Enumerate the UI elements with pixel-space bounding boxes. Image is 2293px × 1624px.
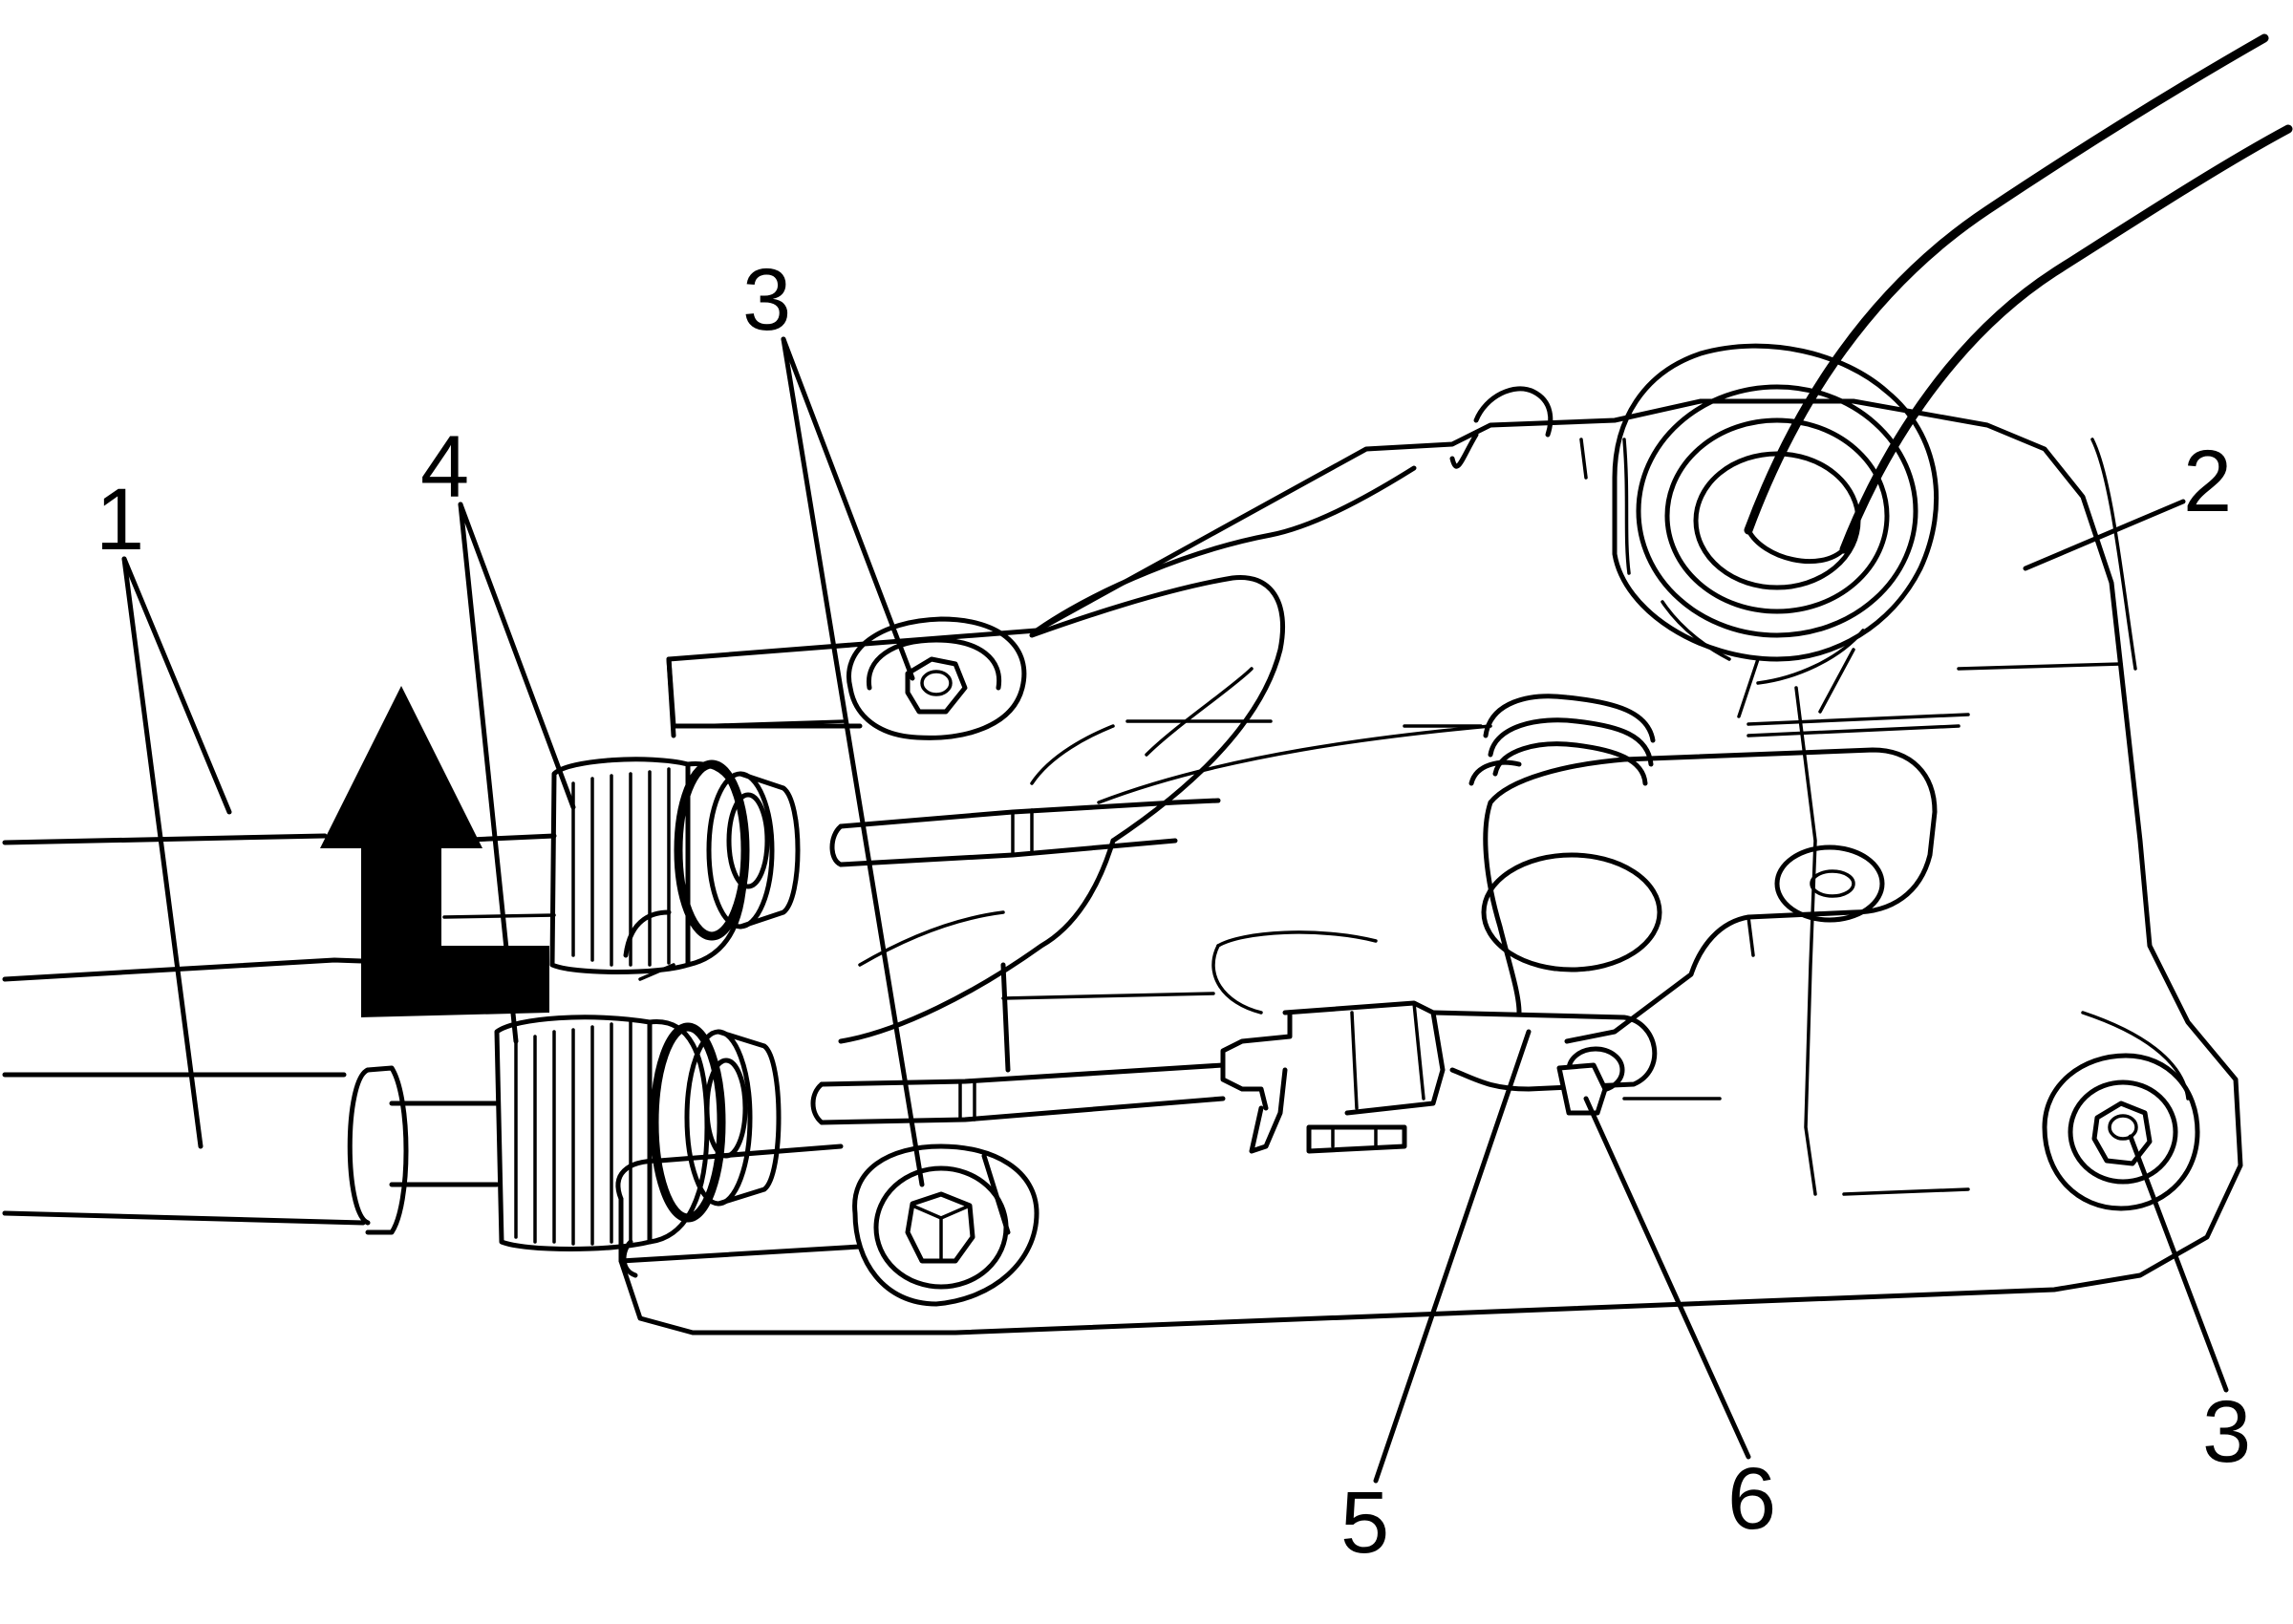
- callout-2: 2: [2183, 433, 2232, 530]
- callout-leaders: [121, 336, 2229, 1484]
- return-spring: [1403, 694, 1970, 786]
- shifter-housing: [618, 386, 2243, 1336]
- upper-mounting-nut: [846, 616, 1027, 740]
- callout-3-upper: 3: [742, 251, 791, 349]
- lower-shift-cable: [810, 1062, 1226, 1125]
- housing-flange: [615, 656, 1011, 1264]
- callout-1: 1: [96, 471, 144, 568]
- shift-cable-lever: [1430, 1010, 1658, 1116]
- lower-mounting-nut: [852, 1143, 1039, 1307]
- upper-cable-grommet: [549, 757, 801, 981]
- callout-5: 5: [1340, 1474, 1389, 1571]
- removal-direction-arrow-icon: [320, 686, 549, 1017]
- selector-lever: [1211, 747, 1938, 1044]
- shift-lever: [1744, 33, 2293, 565]
- lower-cable-grommet: [494, 1015, 782, 1278]
- cable-conduits: [2, 833, 557, 1235]
- upper-shift-cable: [829, 798, 1221, 867]
- right-mounting-nut: [2042, 1053, 2200, 1211]
- callout-labels: 1 2 3 3 4 5 6: [96, 251, 2251, 1571]
- callout-3-lower-right: 3: [2202, 1383, 2251, 1481]
- cable-end-fitting: [1220, 1000, 1446, 1154]
- lever-pivot-boss: [1612, 343, 1939, 718]
- upper-yoke: [838, 574, 1286, 1044]
- callout-4: 4: [420, 418, 469, 516]
- callout-6: 6: [1727, 1450, 1776, 1548]
